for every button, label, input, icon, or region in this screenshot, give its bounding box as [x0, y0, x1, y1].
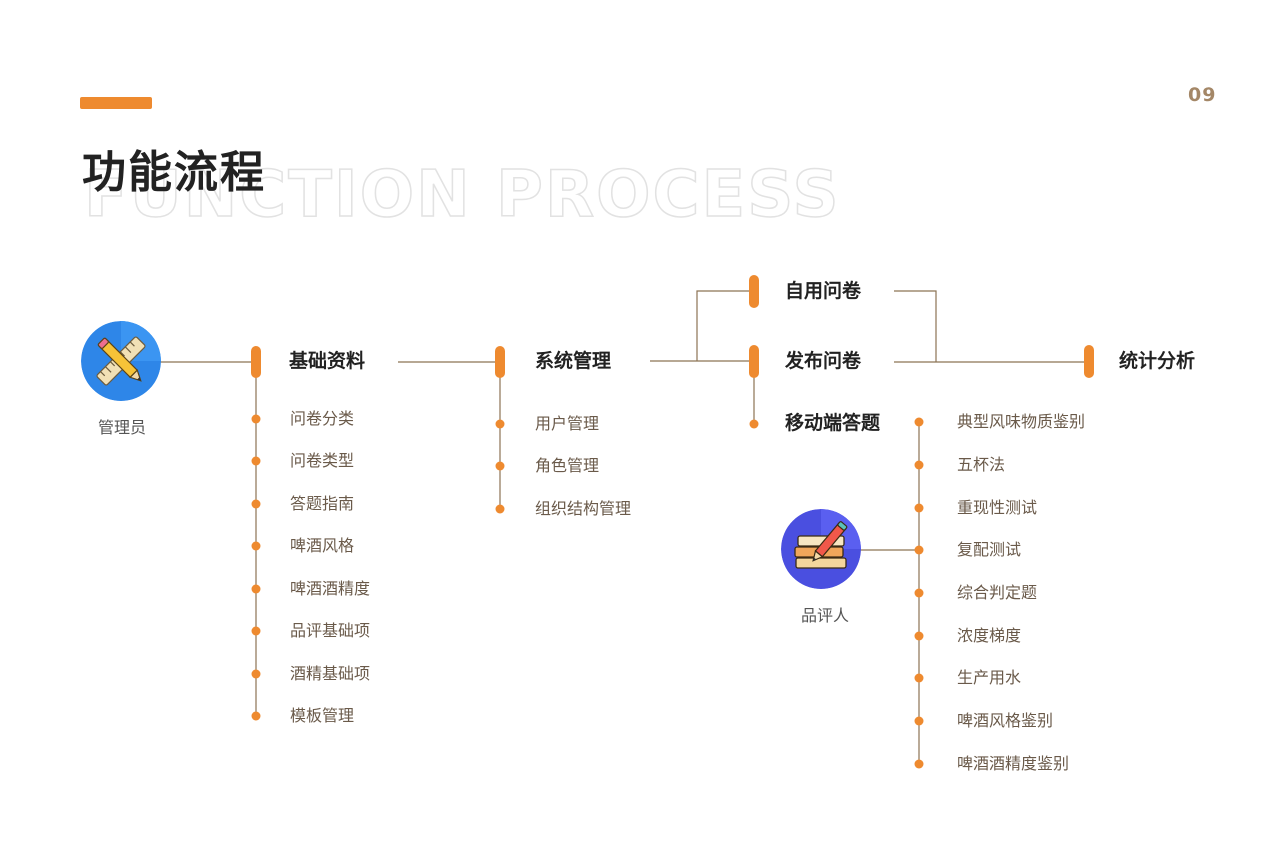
basic-data-item: 答题指南	[290, 494, 355, 513]
node-publish-survey: 发布问卷	[785, 350, 862, 372]
mobile-item: 重现性测试	[957, 498, 1038, 517]
node-marker-self	[749, 275, 759, 308]
page-number: 09	[1188, 84, 1217, 106]
title-watermark: FUNCTION PROCESS	[83, 157, 841, 233]
mobile-item: 复配测试	[957, 540, 1022, 559]
node-dot-mobile	[749, 419, 759, 429]
books-pencil-icon	[781, 509, 861, 589]
basic-data-item: 问卷分类	[290, 409, 355, 428]
node-basic-data: 基础资料	[289, 350, 366, 372]
mobile-item: 浓度梯度	[957, 626, 1022, 645]
role-label-taster: 品评人	[801, 606, 850, 625]
title-accent-bar	[80, 97, 152, 109]
connector-self-stats	[894, 290, 937, 362]
system-item: 组织结构管理	[535, 499, 632, 518]
connector-system-self	[696, 290, 753, 361]
system-item: 角色管理	[535, 456, 600, 475]
mobile-item: 啤酒风格鉴别	[957, 711, 1054, 730]
node-statistics: 统计分析	[1119, 350, 1196, 372]
mobile-item: 啤酒酒精度鉴别	[957, 754, 1070, 773]
mobile-item: 生产用水	[957, 668, 1022, 687]
node-system-management: 系统管理	[535, 350, 612, 372]
basic-data-item: 模板管理	[290, 706, 355, 725]
mobile-item: 典型风味物质鉴别	[957, 412, 1086, 431]
basic-data-item: 酒精基础项	[290, 664, 371, 683]
node-mobile-answer: 移动端答题	[785, 412, 881, 434]
node-marker-stats	[1084, 345, 1094, 378]
role-label-admin: 管理员	[98, 418, 147, 437]
basic-data-item: 品评基础项	[290, 621, 371, 640]
node-marker-basic	[251, 346, 261, 378]
mobile-item: 综合判定题	[957, 583, 1038, 602]
ruler-pencil-icon	[81, 321, 161, 401]
system-item: 用户管理	[535, 414, 600, 433]
basic-data-item: 啤酒风格	[290, 536, 355, 555]
basic-data-item: 问卷类型	[290, 451, 355, 470]
mobile-item: 五杯法	[957, 455, 1006, 474]
basic-data-item: 啤酒酒精度	[290, 579, 371, 598]
node-marker-system	[495, 346, 505, 378]
page-title: 功能流程	[82, 147, 266, 198]
node-self-survey: 自用问卷	[785, 280, 862, 302]
node-marker-publish	[749, 345, 759, 378]
